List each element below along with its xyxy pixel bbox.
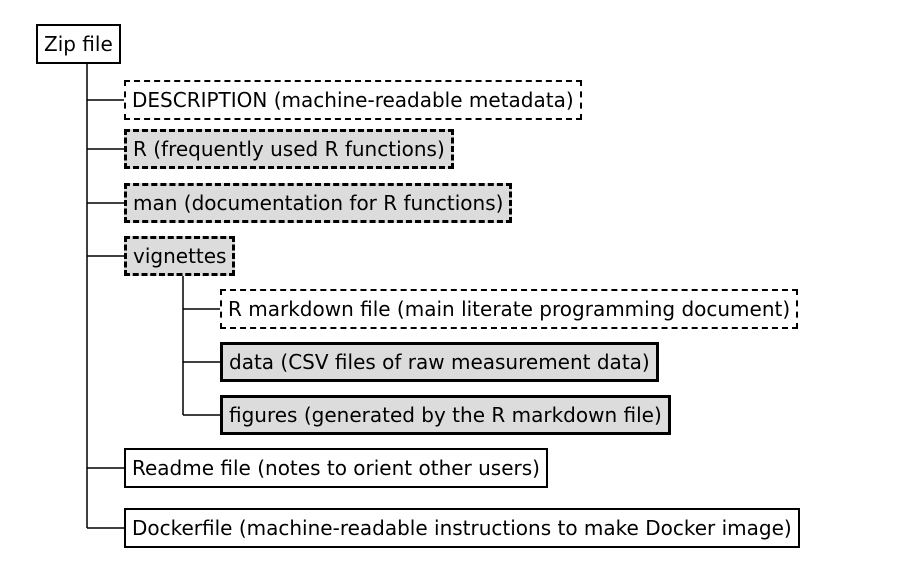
node-man-folder: man (documentation for R functions) — [124, 183, 513, 223]
node-zip-file: Zip file — [36, 24, 121, 64]
node-vignettes-folder: vignettes — [124, 236, 236, 276]
node-figures-folder: figures (generated by the R markdown fil… — [220, 395, 671, 435]
node-dockerfile: Dockerfile (machine-readable instruction… — [124, 508, 800, 548]
node-data-folder: data (CSV files of raw measurement data) — [220, 342, 659, 382]
node-r-markdown-file: R markdown file (main literate programmi… — [220, 289, 799, 329]
node-description: DESCRIPTION (machine-readable metadata) — [124, 80, 582, 120]
node-readme-file: Readme file (notes to orient other users… — [124, 448, 548, 488]
node-r-folder: R (frequently used R functions) — [124, 129, 454, 169]
